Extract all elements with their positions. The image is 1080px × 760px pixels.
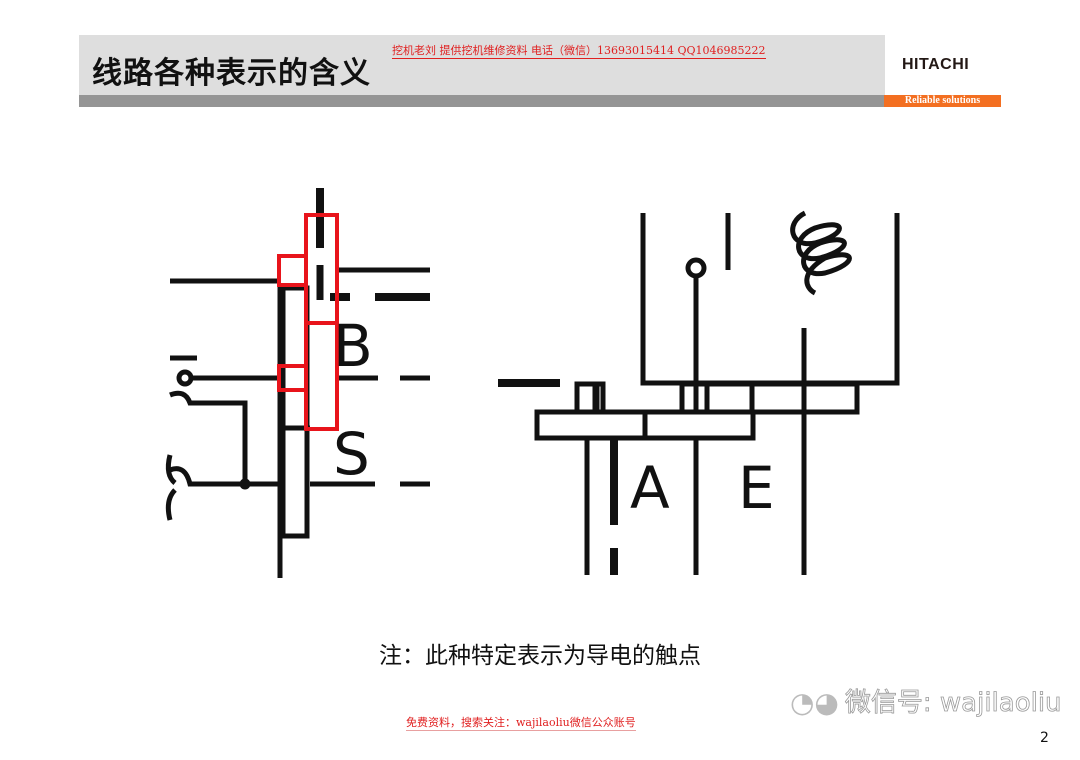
header-bar (79, 95, 885, 107)
label-b: B (333, 312, 373, 380)
wechat-label: 微信号: wajilaoliu (844, 688, 1062, 719)
right-diagram (498, 210, 900, 575)
wechat-icon: ◔◕ (790, 686, 839, 719)
left-diagram (165, 188, 430, 578)
left-highlight (277, 213, 339, 431)
header-band (79, 35, 885, 95)
slogan-badge: Reliable solutions (884, 95, 1001, 107)
label-a: A (630, 454, 670, 522)
page-title: 线路各种表示的含义 (92, 56, 371, 91)
note-text: 注：此种特定表示为导电的触点 (379, 643, 701, 669)
wechat-watermark: ◔◕ 微信号: wajilaoliu (790, 686, 1062, 719)
hitachi-logo: HITACHI (902, 56, 970, 73)
label-s: S (333, 420, 370, 488)
label-e: E (738, 454, 775, 522)
bottom-watermark: 免费资料，搜索关注：wajilaoliu微信公众账号 (406, 716, 636, 731)
page-number: 2 (1040, 730, 1049, 746)
top-watermark: 挖机老刘 提供挖机维修资料 电话（微信）13693015414 QQ104698… (392, 44, 766, 59)
